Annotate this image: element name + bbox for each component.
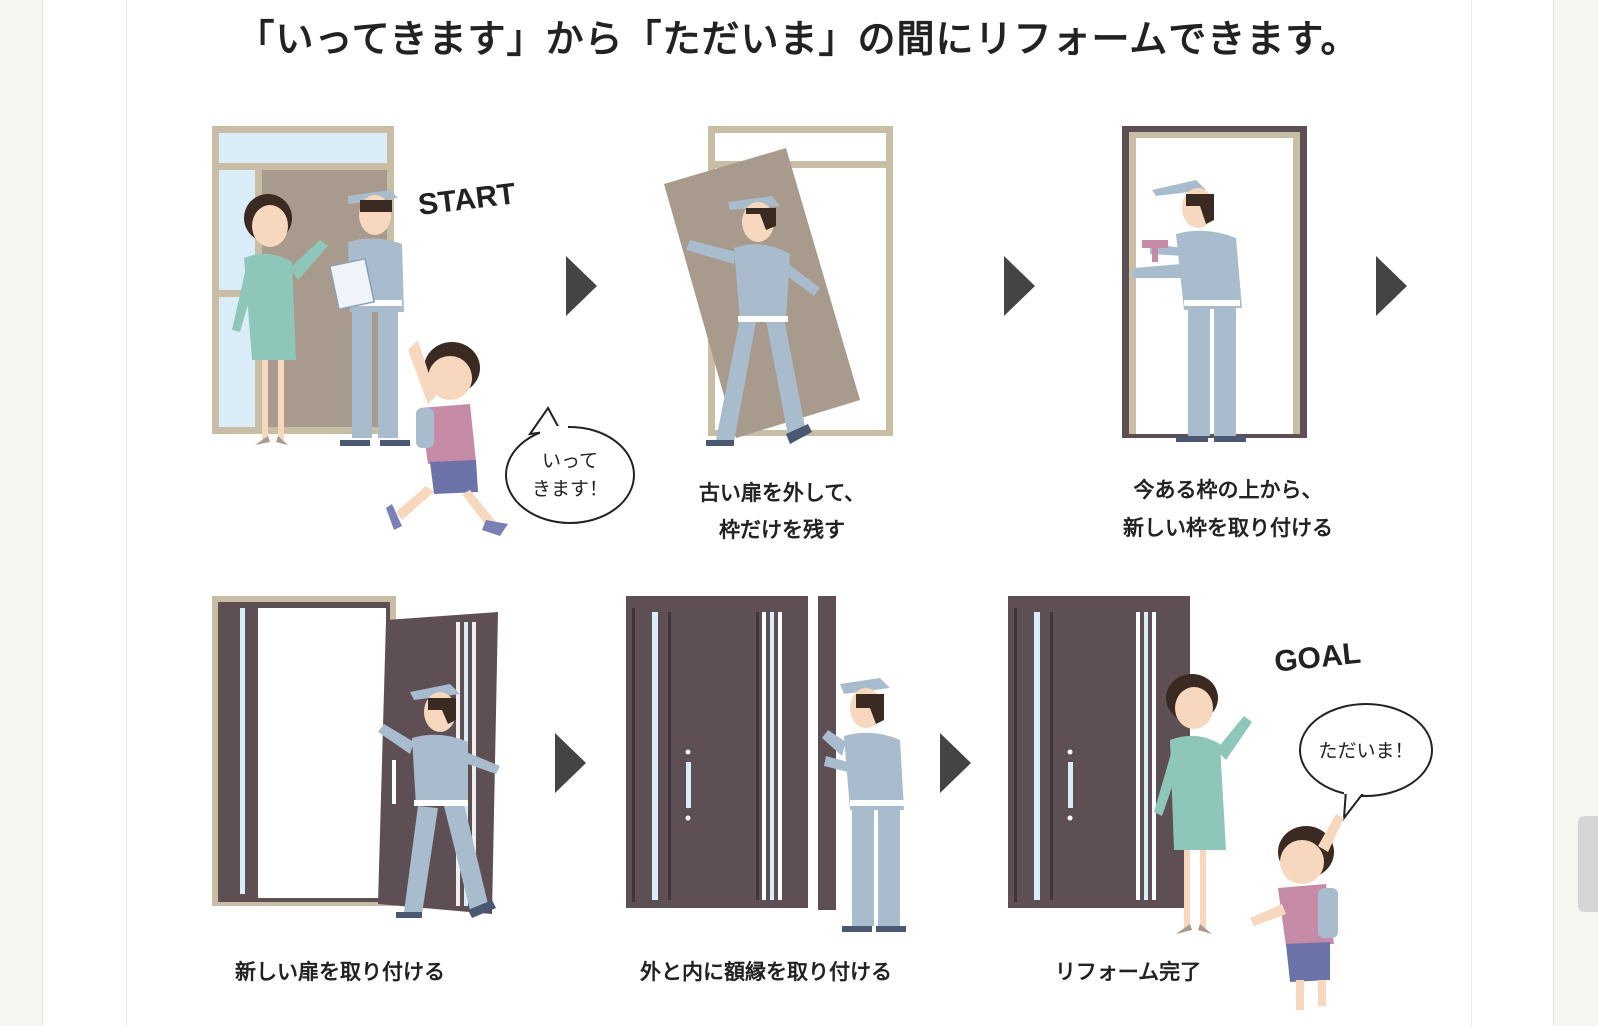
step-arrow-icon: [1004, 256, 1035, 316]
step-start: START いって きます！: [212, 126, 635, 536]
bubble-leave-line1: いって: [542, 451, 598, 472]
page-headline: 「いってきます」から「ただいま」の間にリフォームできます。: [236, 17, 1360, 61]
step-goal: GOAL ただいま！ リフォーム完了: [1008, 596, 1433, 1010]
step-arrow-icon: [940, 733, 971, 793]
returning-speech-bubble: ただいま！: [1299, 703, 1433, 822]
boy-running-figure: [386, 340, 508, 536]
scrollbar-thumb[interactable]: [1578, 816, 1598, 912]
worker-with-clipboard: [328, 190, 410, 446]
step-install-new-frame: 今ある枠の上から、 新しい枠を取り付ける: [1122, 126, 1333, 540]
goal-label: GOAL: [1273, 637, 1363, 679]
boy-cheering-figure: [1250, 814, 1344, 1010]
step2-caption-line2: 枠だけを残す: [719, 518, 845, 542]
reform-steps-illustration: START いって きます！: [212, 126, 1433, 1010]
step-install-trim: 外と内に額縁を取り付ける: [626, 596, 906, 984]
step6-caption: リフォーム完了: [1055, 960, 1201, 984]
step5-caption: 外と内に額縁を取り付ける: [640, 960, 892, 984]
worker-installing-trim: [822, 678, 906, 932]
worker-holding-door: [378, 684, 500, 918]
step-arrow-icon: [1376, 256, 1407, 316]
start-label: START: [416, 177, 517, 222]
step-arrow-icon: [566, 256, 597, 316]
woman-waving-figure: [1154, 674, 1252, 934]
step-remove-old-door: 古い扉を外して、 枠だけを残す: [664, 126, 893, 542]
step2-caption-line1: 古い扉を外して、: [699, 481, 865, 505]
woman-figure: [232, 194, 328, 445]
worker-carrying-door: [686, 196, 820, 446]
bubble-leave-line2: きます！: [532, 479, 608, 500]
step4-caption: 新しい扉を取り付ける: [235, 960, 445, 984]
worker-with-drill: [1132, 180, 1246, 442]
step3-caption-line1: 今ある枠の上から、: [1134, 478, 1323, 502]
step-arrow-icon: [555, 733, 586, 793]
step3-caption-line2: 新しい枠を取り付ける: [1123, 516, 1333, 540]
bubble-return-text: ただいま！: [1318, 741, 1413, 762]
leaving-speech-bubble: いって きます！: [505, 406, 635, 524]
step-install-new-door: 新しい扉を取り付ける: [212, 596, 500, 984]
trim-board: [818, 596, 836, 910]
